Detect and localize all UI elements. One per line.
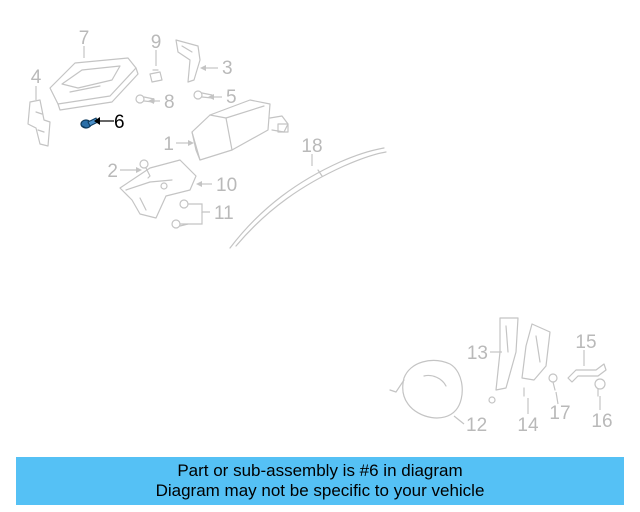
callout-18: 18	[301, 136, 322, 157]
part-10-bracket[interactable]	[119, 159, 197, 219]
callout-16: 16	[591, 411, 612, 432]
callout-12: 12	[466, 415, 487, 436]
callout-1: 1	[163, 134, 174, 155]
callout-5: 5	[226, 87, 237, 108]
part-16-bolt[interactable]	[594, 378, 606, 397]
banner-disclaimer-text: Diagram may not be specific to your vehi…	[155, 481, 485, 500]
part-3-bracket[interactable]	[175, 39, 201, 83]
part-2-bolt[interactable]	[139, 159, 151, 179]
part-17-clip[interactable]	[548, 373, 558, 391]
part-4-bracket[interactable]	[27, 99, 51, 147]
leader-lines	[35, 46, 601, 425]
part-9-clip[interactable]	[149, 69, 163, 83]
callout-17: 17	[549, 403, 570, 424]
callout-7: 7	[79, 28, 90, 49]
callout-4: 4	[31, 67, 42, 88]
callout-13: 13	[467, 343, 488, 364]
part-13-pillar-trim[interactable]	[488, 317, 519, 404]
callout-3: 3	[222, 58, 233, 79]
callout-8: 8	[164, 92, 175, 113]
banner-part-text: Part or sub-assembly is #6 in diagram	[177, 461, 463, 480]
part-14-pillar-trim[interactable]	[521, 323, 551, 397]
callout-labels: 7 9 3 4 8 5 6 1 2 10 11 18 13 12 14 15 1…	[31, 28, 613, 436]
info-banner: Part or sub-assembly is #6 in diagram Di…	[16, 457, 624, 505]
part-5-bolt[interactable]	[193, 90, 213, 100]
callout-11: 11	[214, 203, 234, 224]
parts-diagram: 7 9 3 4 8 5 6 1 2 10 11 18 13 12 14 15 1…	[27, 28, 613, 436]
callout-2: 2	[107, 161, 118, 182]
callout-10: 10	[216, 175, 237, 196]
part-12-driver-airbag[interactable]	[389, 359, 463, 419]
part-18-curtain-airbag[interactable]	[229, 147, 387, 249]
part-7-airbag-cover[interactable]	[49, 57, 139, 111]
part-1-airbag-module[interactable]	[191, 99, 289, 161]
callout-15: 15	[575, 332, 596, 353]
part-6-screw[interactable]	[80, 117, 99, 129]
part-15-bracket[interactable]	[567, 363, 607, 383]
callout-9: 9	[151, 32, 162, 53]
callout-14: 14	[517, 415, 539, 436]
callout-6: 6	[114, 112, 125, 133]
